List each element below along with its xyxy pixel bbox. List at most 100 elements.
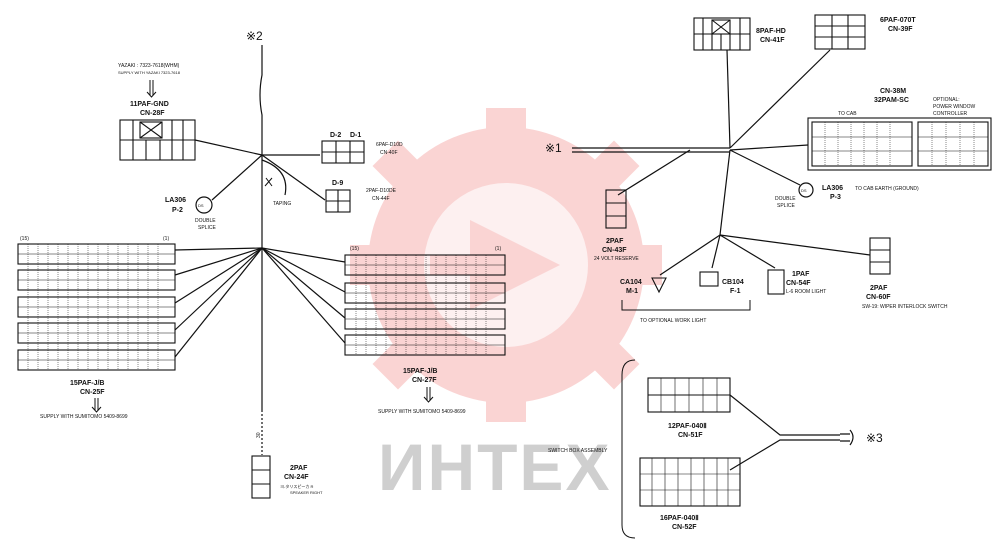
optional-3: CONTROLLER (933, 111, 968, 117)
cn43f-type: 2PAF (606, 238, 624, 245)
splice-p3: DS (798, 182, 814, 198)
ca104-label: CA104 (620, 279, 642, 286)
la306-p3-b: P-3 (830, 194, 841, 201)
m1-label: M-1 (626, 288, 638, 295)
cn39f-id: CN-39F (888, 26, 913, 33)
yazaki-note-1: YAZAKI : 7323-7618(WHM) (118, 63, 180, 69)
watermark-gear-logo (350, 108, 662, 422)
wire-to-cn25f-4 (174, 247, 263, 331)
watermark: ИНТЕХ (350, 108, 662, 504)
connector-cn27f (344, 254, 506, 356)
to-cab-label: TO CAB (838, 111, 857, 117)
wire-to-cn28f (194, 139, 263, 156)
cn40f-type: 6PAF-D10D (376, 142, 403, 148)
double-splice-2: SPLICE (198, 225, 216, 231)
wire-to-cn38m (729, 144, 809, 151)
double-splice-r-2: SPLICE (777, 203, 795, 209)
wire-to-cn39f (729, 49, 831, 149)
cn52f-type: 16PAF-040Ⅱ (660, 514, 699, 522)
cn60f-id: CN-60F (866, 294, 891, 301)
cn44f-id: CN-44F (372, 196, 390, 202)
optional-1: OPTIONAL: (933, 97, 960, 103)
connector-cn54f (767, 269, 785, 295)
wire-to-cb104 (711, 234, 721, 269)
wire-to-cn25f-5 (174, 247, 263, 358)
svg-text:DS: DS (801, 188, 807, 193)
wire-to-p3 (729, 149, 801, 186)
connector-cn39f (814, 14, 866, 50)
double-splice-r-1: DOUBLE (775, 196, 796, 202)
optional-work-light: TO OPTIONAL WORK LIGHT (640, 318, 706, 324)
d1-label: D-1 (350, 132, 361, 139)
left-harness (174, 45, 346, 455)
connector-cn51f (647, 377, 731, 413)
wire-to-cn25f-1 (174, 247, 263, 251)
connector-cn28f (119, 119, 196, 161)
arrow-icon (146, 80, 157, 98)
cab-earth-label: TO CAB EARTH (GROUND) (855, 186, 919, 192)
right-harness (572, 49, 871, 471)
cn52f-id: CN-52F (672, 524, 697, 531)
cn40f-id: CN-40F (380, 150, 398, 156)
wire-30-label: 30 (256, 432, 262, 438)
connector-cn60f (869, 237, 891, 275)
double-splice-1: DOUBLE (195, 218, 216, 224)
cn24f-id: CN-24F (284, 474, 309, 481)
main-trunk-wire (259, 45, 263, 410)
connector-cn25f (17, 243, 176, 371)
cn38m-type: 32PAM-SC (874, 97, 909, 104)
cn54f-id: CN-54F (786, 280, 811, 287)
wire-to-cn27f-2 (261, 247, 346, 293)
connector-cn43f (605, 189, 627, 229)
cn25f-id: CN-25F (80, 389, 105, 396)
cn25f-supply: SUPPLY WITH SUMITOMO 5409-8699 (40, 414, 128, 420)
wire-to-cn43f (617, 149, 691, 196)
connector-cn41f (693, 17, 751, 51)
cn43f-note: 24 VOLT RESERVE (594, 256, 639, 262)
cb104-label: CB104 (722, 279, 744, 286)
connector-cn52f (639, 457, 741, 507)
wire-to-cn27f-3 (261, 247, 346, 319)
optional-2: POWER WINDOW (933, 104, 975, 110)
la306-p3-a: LA306 (822, 185, 843, 192)
arrow-icon (423, 387, 434, 403)
connector-cn24f (251, 455, 271, 499)
cn27f-type: 15PAF-J/B (403, 368, 438, 375)
connector-cb104 (699, 271, 719, 287)
taping-arc (261, 159, 287, 196)
f1-label: F-1 (730, 288, 741, 295)
la306-p2-b: P-2 (172, 207, 183, 214)
cn28f-id: CN-28F (140, 110, 165, 117)
svg-text:DS: DS (198, 203, 204, 208)
cn51f-id: CN-51F (678, 432, 703, 439)
cn54f-type: 1PAF (792, 271, 810, 278)
arrow-icon (91, 398, 102, 413)
cn51f-type: 12PAF-040Ⅱ (668, 422, 707, 430)
cn27f-supply: SUPPLY WITH SUMITOMO 5409-8699 (378, 409, 466, 415)
marker-1: ※1 (545, 141, 562, 155)
yazaki-note-2: SUPPLY WITH YAZAKI 7323-7618 (118, 70, 181, 75)
wire-to-cn44f (261, 154, 326, 201)
d2-label: D-2 (330, 132, 341, 139)
wire-to-cn41f (726, 49, 731, 149)
cn27f-id: CN-27F (412, 377, 437, 384)
wire-to-cn60f (719, 234, 871, 256)
watermark-text: ИНТЕХ (378, 430, 611, 504)
cn27f-index-1: (1) (495, 246, 501, 252)
wire-to-cn54f (719, 234, 776, 269)
cn41f-id: CN-41F (760, 37, 785, 44)
cn60f-note: SW-19: WIPER INTERLOCK SWITCH (862, 304, 948, 310)
cn44f-type: 2PAF-D10DE (366, 188, 397, 194)
speaker-note: ヨ-タリスピーカ R (280, 483, 313, 489)
cn43f-id: CN-43F (602, 247, 627, 254)
la306-p2-a: LA306 (165, 197, 186, 204)
connector-cn40f (321, 140, 365, 164)
wire-to-cn25f-2 (174, 247, 263, 276)
cn27f-index-15: (15) (350, 246, 359, 252)
wire-to-cn27f-4 (261, 247, 346, 344)
switch-box-label: SWITCH BOX ASSEMBLY (548, 448, 608, 454)
taping-label: TAPING (273, 201, 291, 207)
connector-cn38m (807, 117, 992, 171)
work-light-bracket (621, 300, 751, 311)
